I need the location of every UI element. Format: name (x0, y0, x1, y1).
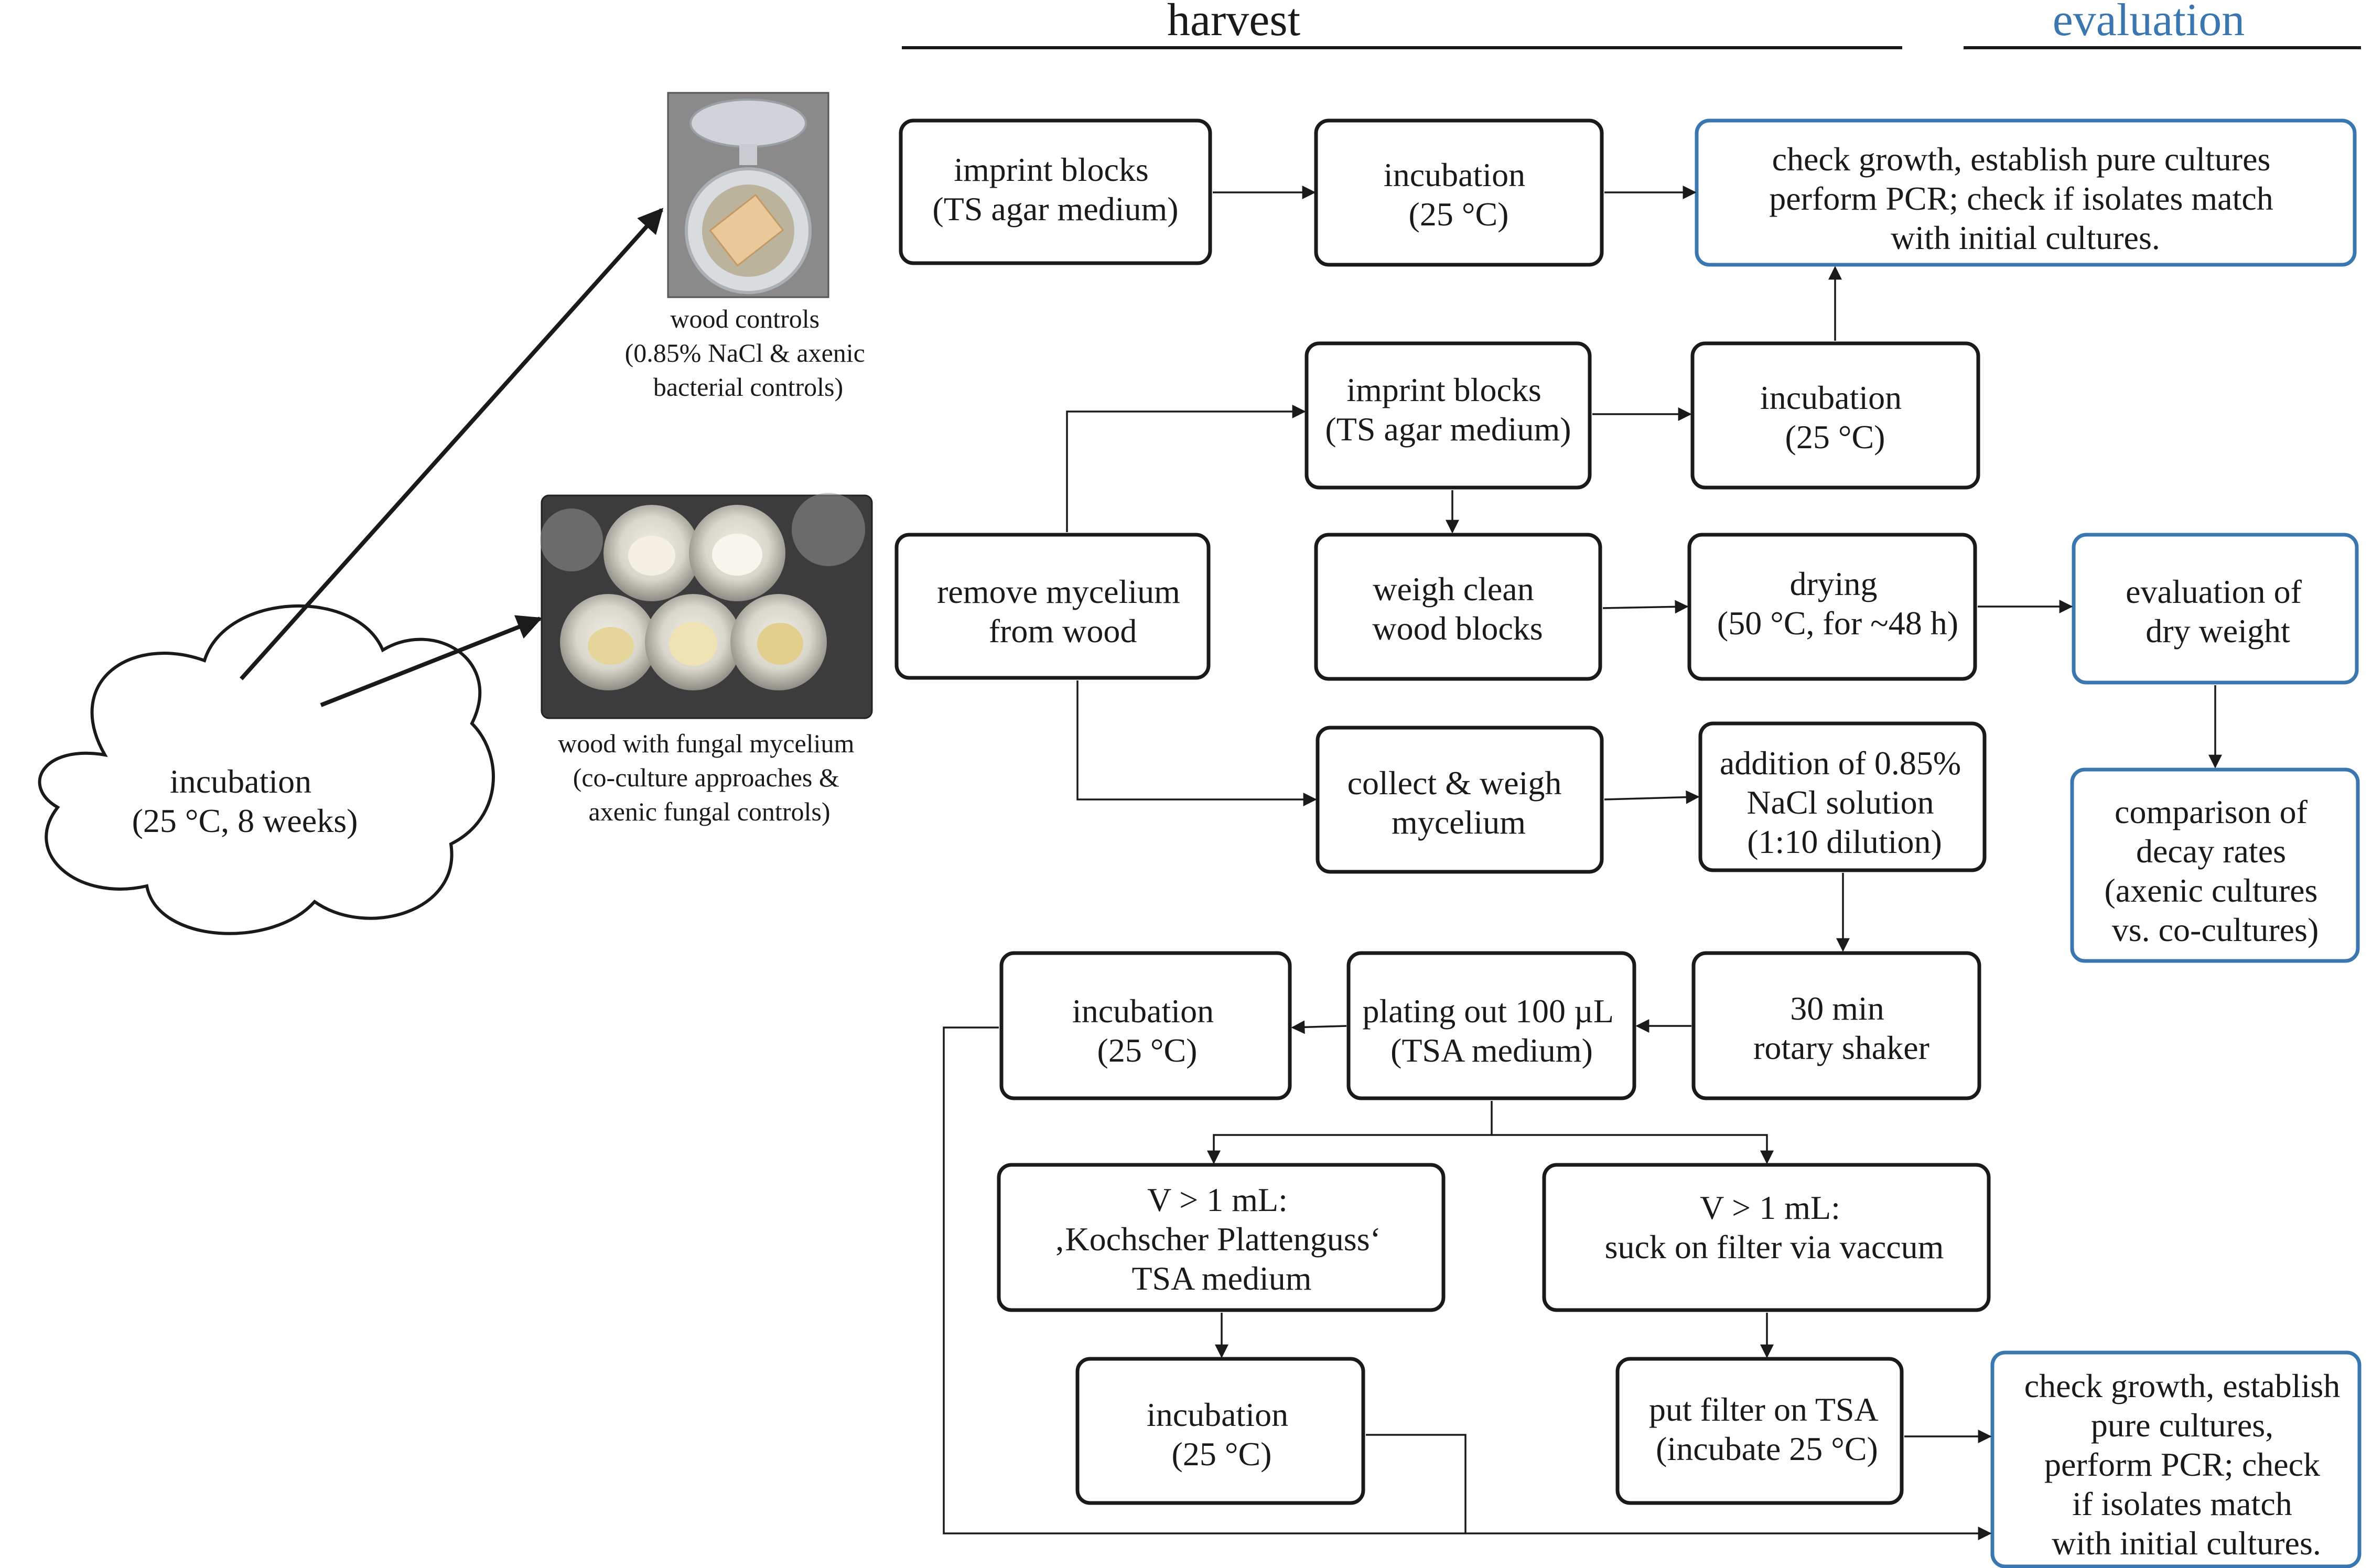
svg-text:imprint blocks (TS agar: imprint blocks (TS agar medium) (1325, 371, 1571, 448)
box-put-filter: put filter on TSA (incubate 25 °C) (1615, 1357, 1904, 1505)
arrow-weigh-clean-to-drying (1602, 600, 1689, 614)
svg-text:addition of 0.85% NaCl s: addition of 0.85% NaCl solution (1:10 di… (1720, 744, 1969, 860)
incubation-cloud: incubation (25 °C, 8 weeks) (38, 604, 495, 935)
box-comparison-decay: comparison of decay rates (axenic cultur… (2070, 767, 2360, 963)
line-incubation-bottom-to-check (1366, 1434, 1467, 1533)
arrow-incubation-plating-loop-to-check (943, 1026, 1992, 1540)
box-weigh-clean: weigh clean wood blocks (1314, 533, 1602, 681)
wood-block-cup-photo (667, 92, 829, 298)
box-drying: drying (50 °C, for ~48 h) (1687, 533, 1977, 681)
box-incubation-top: incubation (25 °C) (1314, 118, 1604, 267)
svg-text:drying (50 °C, for ~48: drying (50 °C, for ~48 h) (1717, 565, 1958, 642)
box-evaluation-dry-weight: evaluation of dry weight (2072, 533, 2359, 685)
arrow-collect-to-addition (1604, 790, 1700, 804)
wood-controls-caption: wood controls (0.85% NaCl & axenic bacte… (625, 304, 872, 402)
box-incubation-bottom: incubation (25 °C) (1075, 1357, 1365, 1505)
svg-text:put filter on TSA (incub: put filter on TSA (incubate 25 °C) (1649, 1391, 1885, 1467)
svg-text:incubation (25 °C): incubation (25 °C) (1072, 992, 1222, 1069)
box-check-growth-bottom: check growth, establish pure cultures, p… (1990, 1350, 2362, 1568)
box-incubation-plating: incubation (25 °C) (999, 951, 1292, 1100)
svg-text:check growth, establish: check growth, establish pure cultures, p… (2024, 1367, 2349, 1562)
svg-text:V > 1 mL: ‚Kochscher Pla: V > 1 mL: ‚Kochscher Plattenguss‘ TSA me… (1054, 1181, 1389, 1297)
svg-text:30 min rotary shaker: 30 min rotary shaker (1753, 990, 1929, 1066)
svg-text:comparison of decay rate: comparison of decay rates (axenic cultur… (2105, 793, 2326, 948)
cloud-text: incubation (25 °C, 8 weeks) (132, 763, 358, 839)
box-incubation-mid: incubation (25 °C) (1690, 341, 1980, 490)
box-imprint-top: imprint blocks (TS agar medium) (899, 118, 1212, 265)
box-collect-weigh: collect & weigh mycelium (1316, 726, 1604, 874)
svg-text:evaluation of dry weight: evaluation of dry weight (2126, 573, 2310, 650)
box-remove-mycelium: remove mycelium from wood (894, 533, 1211, 680)
box-kochscher-plattenguss: V > 1 mL: ‚Kochscher Plattenguss‘ TSA me… (997, 1163, 1446, 1312)
arrow-remove-to-imprint-mid (1066, 405, 1306, 532)
svg-text:plating out 100 µL (TSA: plating out 100 µL (TSA medium) (1362, 992, 1621, 1069)
line-plating-split-right (1492, 1134, 1774, 1164)
box-filter-vaccum: V > 1 mL: suck on filter via vaccum (1542, 1163, 1991, 1312)
box-rotary-shaker: 30 min rotary shaker (1691, 951, 1981, 1100)
box-imprint-mid: imprint blocks (TS agar medium) (1304, 341, 1592, 490)
box-plating-out: plating out 100 µL (TSA medium) (1346, 951, 1636, 1100)
svg-text:weigh clean wood blocks: weigh clean wood blocks (1372, 570, 1543, 647)
box-addition-nacl: addition of 0.85% NaCl solution (1:10 di… (1698, 721, 1987, 872)
arrow-plating-to-incubation (1291, 1020, 1347, 1034)
arrow-cloud-to-wood-controls (240, 208, 664, 680)
arrow-cloud-to-fungal-cups (320, 615, 543, 707)
header-evaluation: evaluation (2053, 0, 2245, 46)
cloud-shape (38, 604, 495, 935)
svg-text:incubation (25 °C): incubation (25 °C) (1760, 379, 1910, 456)
box-check-growth-top: check growth, establish pure cultures pe… (1695, 118, 2357, 267)
fungal-mycelium-caption: wood with fungal mycelium (co-culture ap… (558, 729, 861, 826)
arrow-remove-to-collect (1076, 680, 1317, 806)
svg-text:collect & weigh mycelium: collect & weigh mycelium (1347, 764, 1570, 841)
line-plating-split (1207, 1101, 1493, 1164)
svg-text:remove mycelium from woo: remove mycelium from wood (937, 573, 1189, 650)
svg-text:V > 1 mL: suck on filter: V > 1 mL: suck on filter via vaccum (1605, 1189, 1944, 1266)
svg-text:imprint blocks (TS agar: imprint blocks (TS agar medium) (932, 151, 1178, 228)
svg-text:check growth, establish pure c: check growth, establish pure cultures pe… (1769, 140, 2282, 256)
header-harvest: harvest (1167, 0, 1300, 46)
fungal-mycelium-cups-photo (540, 493, 873, 719)
svg-text:incubation (25 °C): incubation (25 °C) (1147, 1396, 1297, 1473)
svg-text:incubation (25 °C): incubation (25 °C) (1384, 156, 1534, 233)
